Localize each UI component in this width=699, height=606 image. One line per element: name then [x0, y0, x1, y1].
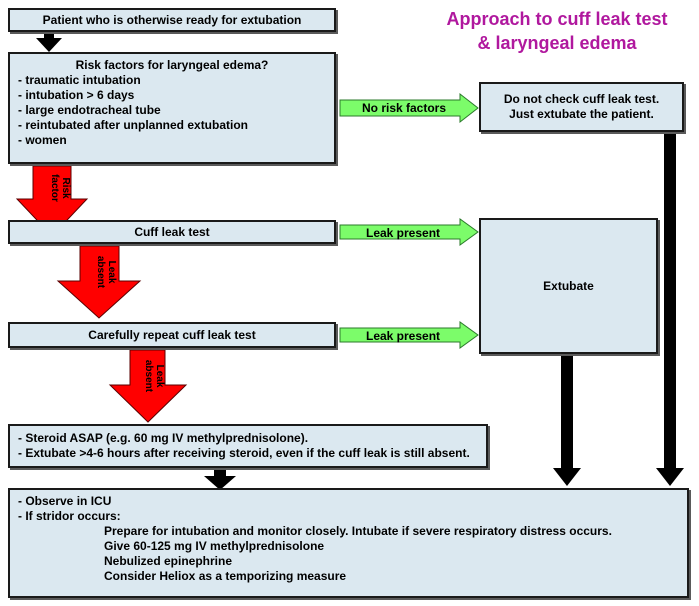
observe-line-2: - If stridor occurs:: [18, 509, 121, 523]
extubate-label: Extubate: [543, 278, 594, 293]
red-arrow-risk-factor: [15, 165, 89, 237]
risk-factor-label: Risk factor: [49, 168, 71, 208]
green-arrow-no-risk: [339, 92, 479, 124]
risk-factor-label-line-1: Risk: [60, 177, 71, 199]
risk-factor-item: - reintubated after unplanned extubation: [18, 118, 249, 132]
diagram-title: Approach to cuff leak test & laryngeal e…: [418, 7, 696, 55]
leak-absent-label-1-line-1: Leak: [106, 260, 117, 284]
leak-absent-label-1-line-2: absent: [95, 255, 106, 289]
risk-factor-item: - women: [18, 133, 67, 147]
leak-absent-label-2-line-1: Leak: [154, 364, 165, 388]
risk-factors-heading: Risk factors for laryngeal edema?: [75, 58, 269, 72]
no-check-line-2: Just extubate the patient.: [509, 107, 654, 121]
leak-absent-label-2: Leak absent: [143, 356, 165, 396]
leak-absent-label-1: Leak absent: [95, 252, 117, 292]
green-arrow-leak-present-1: [339, 218, 479, 246]
risk-factors-list: - traumatic intubation - intubation > 6 …: [18, 73, 326, 148]
title-line-2: & laryngeal edema: [477, 33, 637, 53]
observe-sub-item: Nebulized epinephrine: [104, 554, 233, 568]
green-arrow-leak-present-2: [339, 321, 479, 349]
observe-sub-item: Prepare for intubation and monitor close…: [104, 524, 612, 538]
repeat-cuff-leak-box: Carefully repeat cuff leak test: [8, 322, 336, 348]
black-arrow-start-to-risk: [36, 30, 62, 52]
extubate-box: Extubate: [479, 218, 658, 354]
observe-box: - Observe in ICU - If stridor occurs: Pr…: [8, 488, 689, 598]
risk-factor-item: - intubation > 6 days: [18, 88, 135, 102]
no-risk-factors-label: No risk factors: [362, 101, 447, 115]
leak-present-label-1: Leak present: [366, 226, 441, 240]
observe-sub-item: Give 60-125 mg IV methylprednisolone: [104, 539, 325, 553]
risk-factors-box: Risk factors for laryngeal edema? - trau…: [8, 52, 336, 164]
leak-present-label-2: Leak present: [366, 329, 441, 343]
observe-sub-item: Consider Heliox as a temporizing measure: [104, 569, 347, 583]
steroid-line-2: - Extubate >4-6 hours after receiving st…: [18, 446, 470, 460]
red-arrow-leak-absent-2: [108, 349, 188, 423]
no-check-box: Do not check cuff leak test. Just extuba…: [479, 82, 684, 132]
black-arrow-steroid-to-observe: [204, 470, 236, 490]
black-arrow-nocheck-to-observe: [656, 131, 684, 486]
steroid-line-1: - Steroid ASAP (e.g. 60 mg IV methylpred…: [18, 431, 309, 445]
start-box: Patient who is otherwise ready for extub…: [8, 8, 336, 32]
red-arrow-leak-absent-1: [56, 245, 142, 319]
risk-factor-label-line-2: factor: [49, 174, 60, 202]
risk-factor-item: - large endotracheal tube: [18, 103, 161, 117]
no-check-line-1: Do not check cuff leak test.: [503, 92, 660, 106]
repeat-cuff-leak-label: Carefully repeat cuff leak test: [88, 327, 256, 342]
risk-factor-item: - traumatic intubation: [18, 73, 141, 87]
start-box-label: Patient who is otherwise ready for extub…: [42, 12, 302, 27]
observe-line-1: - Observe in ICU: [18, 494, 112, 508]
cuff-leak-test-box: Cuff leak test: [8, 220, 336, 244]
cuff-leak-test-label: Cuff leak test: [134, 224, 210, 239]
steroid-box: - Steroid ASAP (e.g. 60 mg IV methylpred…: [8, 424, 488, 468]
black-arrow-extubate-to-observe: [553, 354, 581, 486]
leak-absent-label-2-line-2: absent: [143, 359, 154, 393]
title-line-1: Approach to cuff leak test: [446, 9, 668, 29]
